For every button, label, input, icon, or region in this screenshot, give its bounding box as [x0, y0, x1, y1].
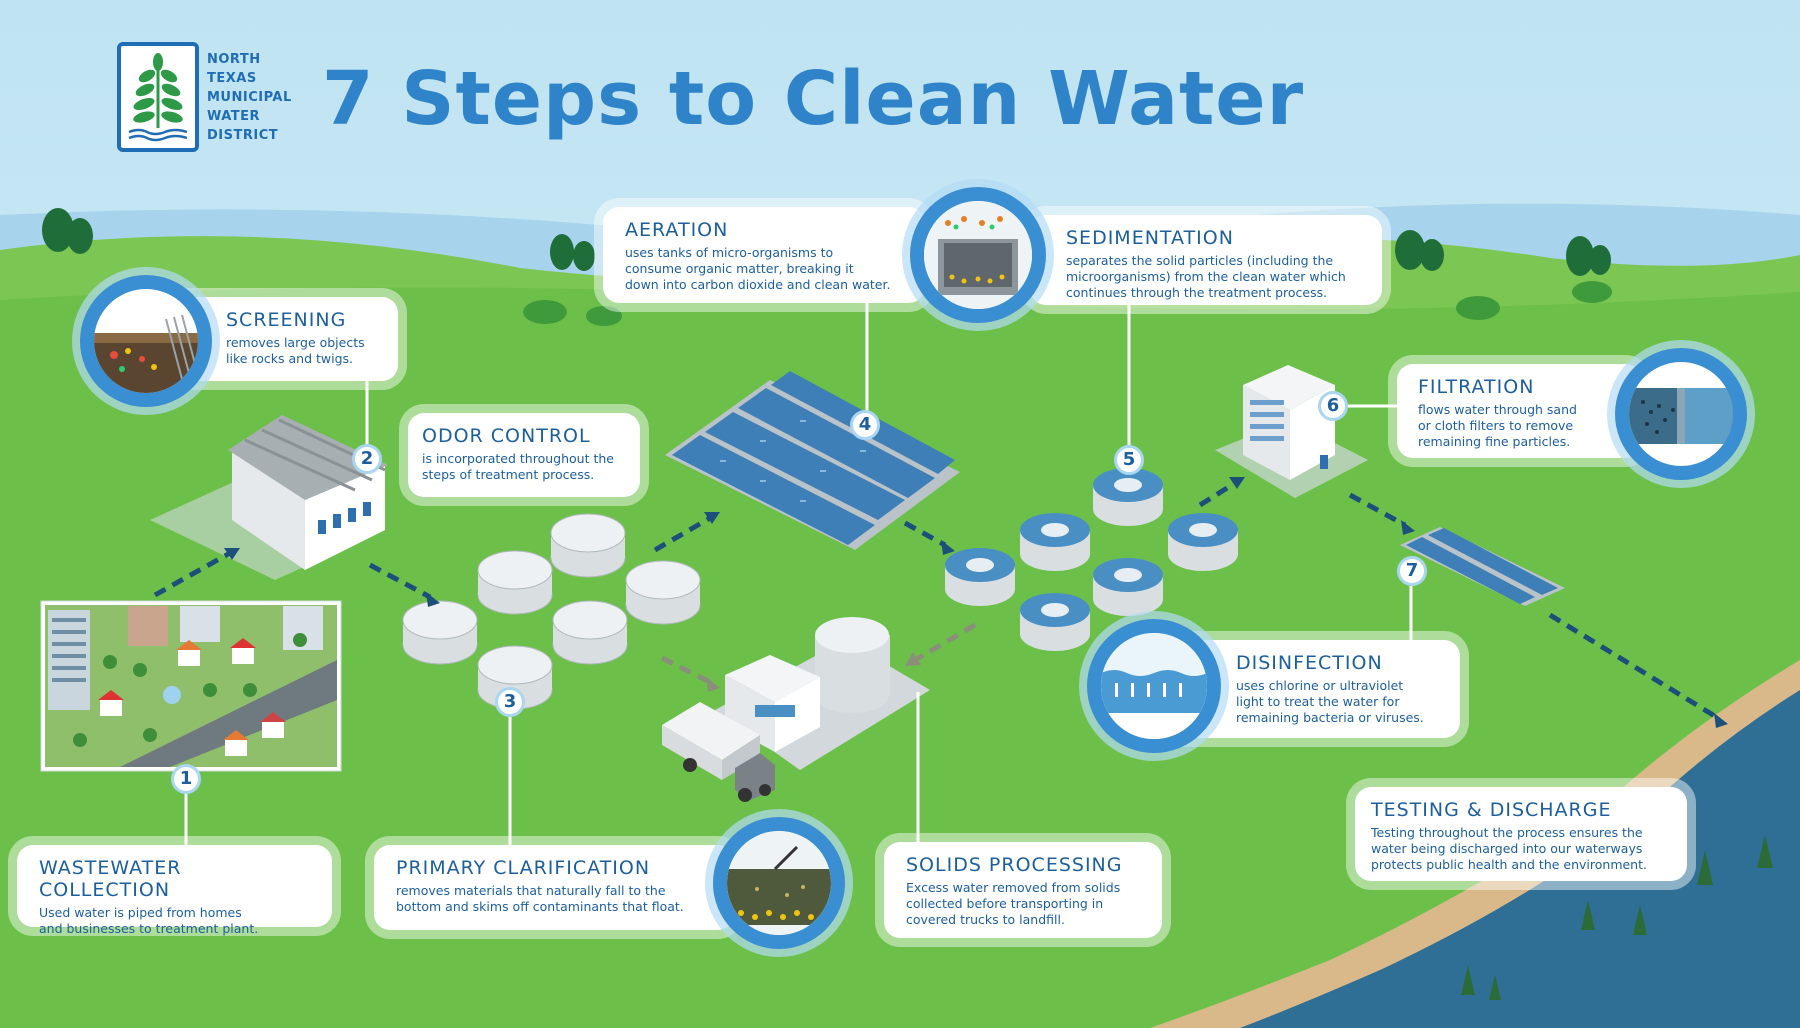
card-description-line: separates the solid particles (including…	[1066, 253, 1334, 268]
card-filtration: FILTRATION flows water through sand or c…	[1397, 364, 1642, 458]
tree-logo-graphic	[125, 50, 191, 144]
card-description-line: protects public health and the environme…	[1371, 857, 1647, 872]
card-title: SOLIDS PROCESSING	[906, 854, 1123, 876]
solids-processing-plant	[715, 617, 930, 770]
card-description-line: removes materials that naturally fall to…	[396, 883, 666, 898]
screening-icon	[80, 275, 212, 407]
district-name-line: MUNICIPAL	[207, 89, 292, 105]
solids-flow-arrows	[660, 622, 977, 685]
card-title: ODOR CONTROL	[422, 425, 591, 447]
disinfection-icon	[1087, 619, 1221, 753]
river	[1240, 690, 1800, 1028]
flow-arrows	[153, 480, 1720, 721]
card-sedimentation: SEDIMENTATION separates the solid partic…	[1030, 215, 1382, 305]
card-title: DISINFECTION	[1236, 652, 1383, 674]
card-title: AERATION	[625, 219, 729, 241]
truck	[662, 702, 775, 802]
card-description-line: microorganisms) from the clean water whi…	[1066, 269, 1346, 284]
disinfection-channels	[1400, 527, 1565, 606]
step-number-badge: 6	[1318, 391, 1348, 421]
page-title: 7 Steps to Clean Water	[322, 56, 1305, 142]
step-number-badge: 2	[352, 444, 382, 474]
district-name-line: DISTRICT	[207, 127, 279, 143]
card-odor-control: ODOR CONTROL is incorporated throughout …	[408, 413, 640, 497]
card-wastewater-collection: WASTEWATER COLLECTION Used water is pipe…	[17, 845, 332, 936]
card-description-line: Excess water removed from solids	[906, 880, 1121, 895]
card-description-line: collected before transporting in	[906, 896, 1104, 911]
card-disinfection: DISINFECTION uses chlorine or ultraviole…	[1168, 640, 1460, 738]
card-description-line: or cloth filters to remove	[1418, 418, 1574, 433]
screening-icon-graphic	[94, 314, 198, 393]
card-description-line: steps of treatment process.	[422, 467, 595, 482]
card-description-line: removes large objects	[226, 335, 365, 350]
card-title: PRIMARY CLARIFICATION	[396, 857, 651, 879]
card-description-line: Used water is piped from homes	[39, 905, 242, 920]
district-name: NORTH TEXAS MUNICIPAL WATER DISTRICT	[207, 50, 292, 145]
background-trees	[42, 208, 1611, 279]
tree-logo-icon	[117, 42, 199, 152]
card-description-line: covered trucks to landfill.	[906, 912, 1065, 927]
clarification-icon	[713, 817, 845, 949]
aeration-basins	[665, 371, 960, 550]
card-testing-discharge: TESTING & DISCHARGE Testing throughout t…	[1355, 787, 1687, 881]
district-name-line: TEXAS	[207, 70, 257, 86]
clarifier-tanks	[402, 513, 701, 710]
card-description-line: remaining fine particles.	[1418, 434, 1571, 449]
card-description-line: and businesses to treatment plant.	[39, 921, 259, 936]
connector-lines	[184, 300, 1413, 850]
card-description-line: remaining bacteria or viruses.	[1236, 710, 1424, 725]
sedimentation-icon-graphic	[924, 201, 1032, 309]
card-title: TESTING & DISCHARGE	[1371, 799, 1612, 821]
card-solids-processing: SOLIDS PROCESSING Excess water removed f…	[884, 842, 1162, 938]
bushes	[523, 281, 1612, 326]
sedimentation-icon	[910, 187, 1046, 323]
card-description-line: is incorporated throughout the	[422, 451, 614, 466]
card-description-line: light to treat the water for	[1236, 694, 1400, 709]
step-number-badge: 5	[1114, 445, 1144, 475]
card-primary-clarification: PRIMARY CLARIFICATION removes materials …	[374, 845, 734, 930]
card-title: SEDIMENTATION	[1066, 227, 1234, 249]
filtration-icon	[1615, 348, 1747, 480]
city-illustration	[40, 600, 342, 772]
screening-building	[150, 415, 388, 580]
card-aeration: AERATION uses tanks of micro-organisms t…	[603, 207, 925, 303]
card-description-line: continues through the treatment process.	[1066, 285, 1328, 300]
sedimentation-tanks	[945, 468, 1238, 651]
disinfection-icon-graphic	[1101, 633, 1207, 739]
solids-arrowheads	[706, 652, 921, 692]
card-title: SCREENING	[226, 309, 347, 331]
card-description-line: uses chlorine or ultraviolet	[1236, 678, 1404, 693]
card-description-line: consume organic matter, breaking it	[625, 261, 854, 276]
card-description-line: like rocks and twigs.	[226, 351, 354, 366]
card-description-line: water being discharged into our waterway…	[1371, 841, 1643, 856]
step-number-badge: 7	[1397, 556, 1427, 586]
arrowheads	[224, 477, 1728, 728]
district-name-line: WATER	[207, 108, 261, 124]
card-description-line: Testing throughout the process ensures t…	[1371, 825, 1643, 840]
step-number-badge: 4	[850, 410, 880, 440]
pine-trees	[1461, 835, 1773, 1000]
clarification-icon-graphic	[727, 831, 831, 935]
filtration-icon-graphic	[1629, 388, 1733, 444]
card-description-line: bottom and skims off contaminants that f…	[396, 899, 684, 914]
step-number-badge: 3	[495, 687, 525, 717]
card-description-line: flows water through sand	[1418, 402, 1577, 417]
card-title: FILTRATION	[1418, 376, 1535, 398]
card-description-line: uses tanks of micro-organisms to	[625, 245, 834, 260]
district-logo: NORTH TEXAS MUNICIPAL WATER DISTRICT	[117, 42, 292, 152]
card-title: WASTEWATER COLLECTION	[39, 857, 182, 901]
card-description-line: down into carbon dioxide and clean water…	[625, 277, 891, 292]
step-number-badge: 1	[171, 764, 201, 794]
district-name-line: NORTH	[207, 51, 261, 67]
